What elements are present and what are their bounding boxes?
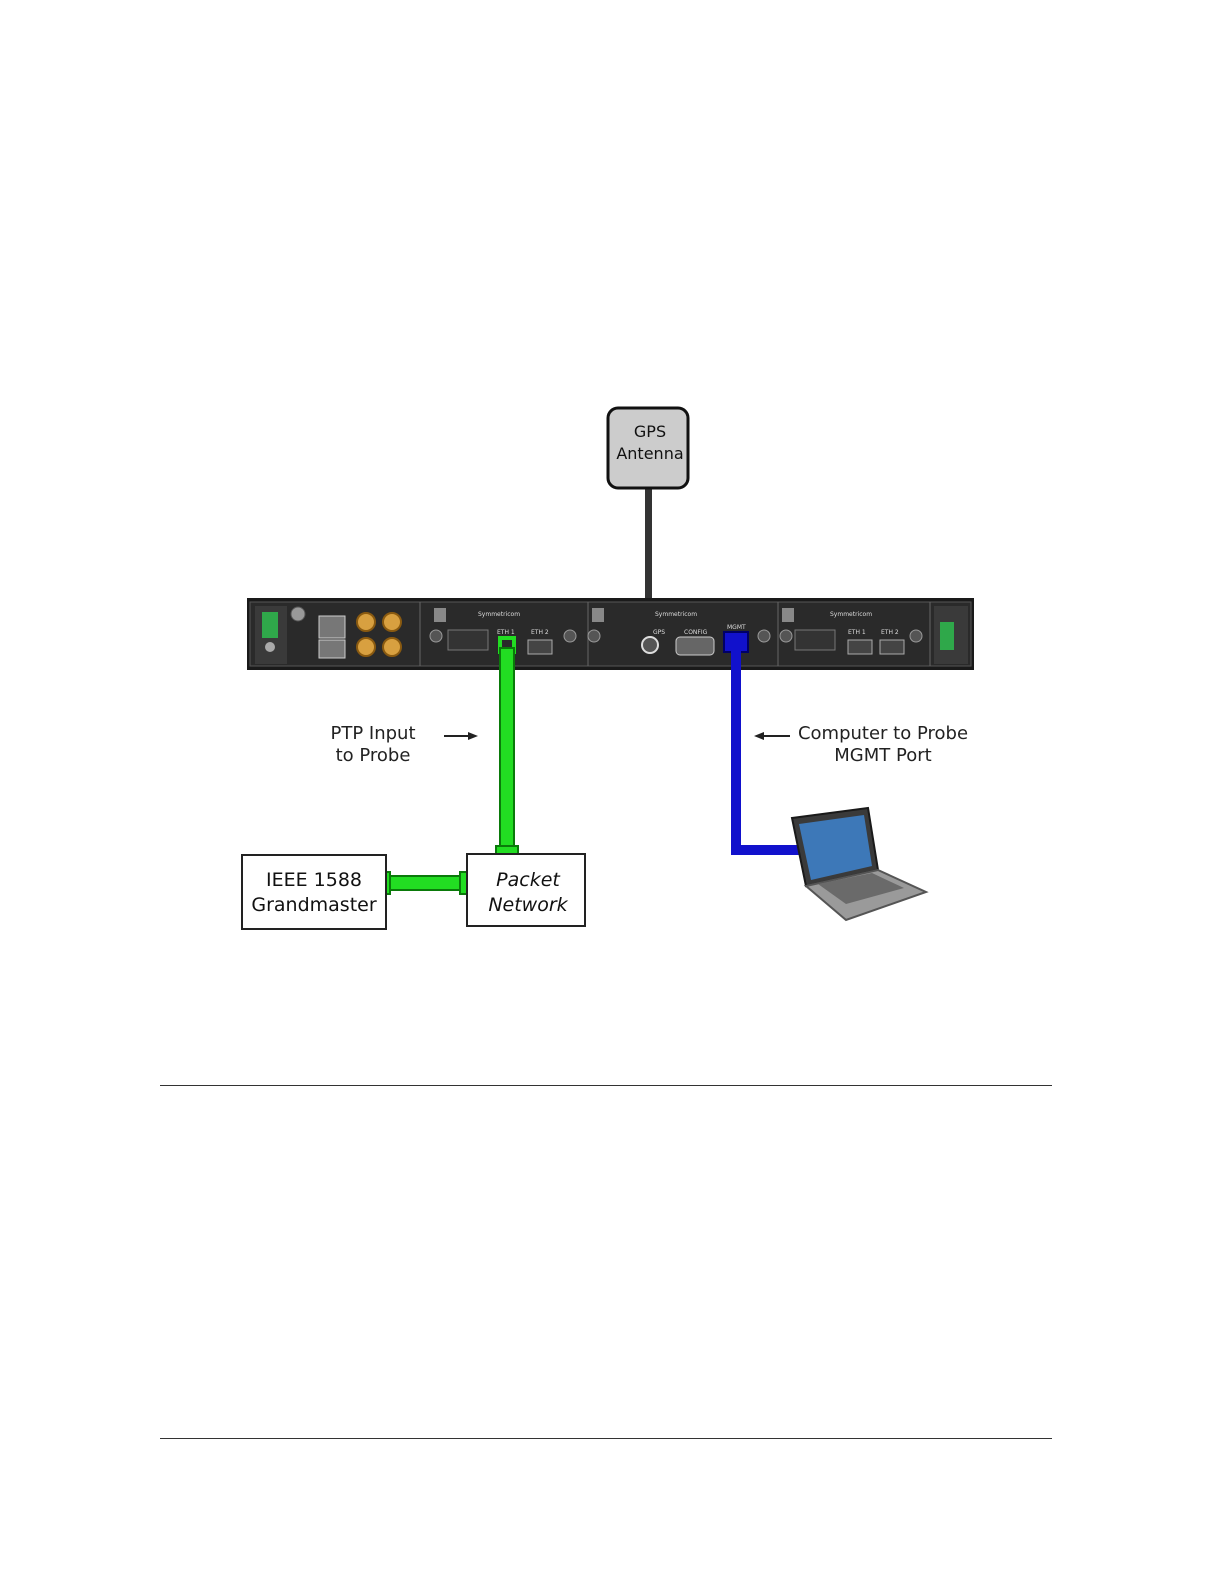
- packet-network-label: Packet Network: [476, 868, 580, 918]
- port-label-eth2-right: ETH 2: [881, 629, 899, 636]
- mgmt-arrow: [754, 732, 790, 740]
- grandmaster-label-line1: IEEE 1588: [243, 868, 385, 893]
- gps-antenna-label-line1: GPS: [608, 421, 692, 443]
- device-brand-2: Symmetricom: [655, 611, 697, 618]
- rj45-port-icon: [319, 640, 345, 658]
- screw-icon: [291, 607, 305, 621]
- coax-connector-icon: [357, 638, 375, 656]
- sfp-port-icon: [880, 640, 904, 654]
- mgmt-port-label-line2: MGMT Port: [796, 745, 970, 767]
- port-label-eth2: ETH 2: [531, 629, 549, 636]
- section-divider-bottom: [160, 1438, 1052, 1439]
- gps-port-icon: [642, 637, 658, 653]
- ptp-input-label-line1: PTP Input: [300, 723, 446, 745]
- packet-network-label-line1: Packet: [476, 868, 580, 893]
- sfp-port-icon: [528, 640, 552, 654]
- grandmaster-label-line2: Grandmaster: [243, 893, 385, 918]
- packet-network-label-line2: Network: [476, 893, 580, 918]
- coax-connector-icon: [357, 613, 375, 631]
- grandmaster-label: IEEE 1588 Grandmaster: [243, 868, 385, 918]
- gps-antenna-label-line2: Antenna: [608, 443, 692, 465]
- rj45-port-icon: [319, 616, 345, 638]
- ptp-input-label: PTP Input to Probe: [300, 723, 446, 767]
- port-label-eth1-right: ETH 1: [848, 629, 866, 636]
- config-port-icon: [676, 637, 714, 655]
- ptp-input-label-line2: to Probe: [300, 745, 446, 767]
- laptop-icon: [792, 808, 926, 920]
- mgmt-port-label: Computer to Probe MGMT Port: [796, 723, 970, 767]
- coax-connector-icon: [383, 613, 401, 631]
- gps-antenna-label: GPS Antenna: [608, 421, 692, 465]
- ptp-arrow: [444, 732, 478, 740]
- section-divider-top: [160, 1085, 1052, 1086]
- port-label-gps: GPS: [653, 629, 665, 636]
- port-label-config: CONFIG: [684, 629, 707, 636]
- port-label-mgmt: MGMT: [727, 624, 746, 631]
- device-brand-1: Symmetricom: [478, 611, 520, 618]
- coax-connector-icon: [383, 638, 401, 656]
- device-brand-3: Symmetricom: [830, 611, 872, 618]
- sfp-port-icon: [848, 640, 872, 654]
- mgmt-port-label-line1: Computer to Probe: [796, 723, 970, 745]
- port-label-eth1: ETH 1: [497, 629, 515, 636]
